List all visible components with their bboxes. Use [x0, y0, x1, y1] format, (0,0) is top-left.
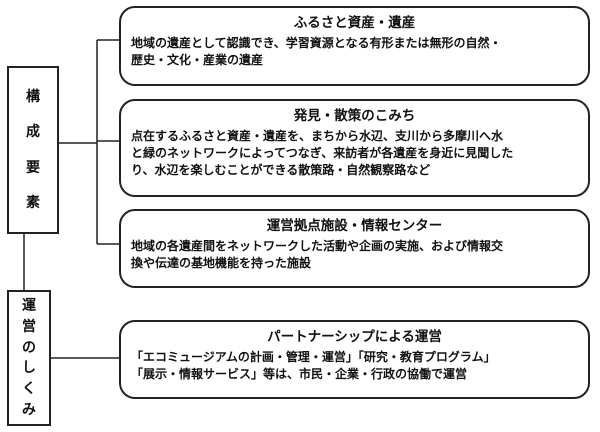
box-text-line: 地域の遺産として認識でき、学習資源となる有形または無形の自然・ — [131, 36, 502, 50]
label-char: み — [22, 402, 36, 419]
box-title: ふるさと資産・遺産 — [293, 15, 416, 31]
box-discovery-paths: 発見・散策のこみち 点在するふるさと資産・遺産を、まちから水辺、支川から多摩川へ… — [119, 99, 590, 197]
label-char: の — [22, 339, 36, 356]
label-char: く — [22, 381, 36, 398]
label-char: 成 — [26, 124, 40, 141]
box-text-line: 地域の各遺産間をネットワークした活動や企画の実施、および情報交 — [131, 239, 504, 253]
box-title: 運営拠点施設・情報センター — [266, 218, 443, 234]
box-text-line: 「エコミュージアムの計画・管理・運営」「研究・教育プログラム」 — [131, 350, 496, 364]
box-text-line: 点在するふるさと資産・遺産を、まちから水辺、支川から多摩川へ水 — [131, 129, 504, 143]
label-char: 要 — [26, 159, 40, 176]
box-text-line: 換や伝達の基地機能を持った施設 — [131, 256, 312, 270]
label-composition-elements: 構 成 要 素 — [7, 66, 59, 234]
box-title: パートナーシップによる運営 — [267, 329, 442, 345]
box-text-line: 歴史・文化・産業の遺産 — [131, 53, 264, 67]
label-char: 構 — [26, 88, 40, 105]
label-char: 運 — [22, 297, 36, 314]
box-heritage-assets: ふるさと資産・遺産 地域の遺産として認識でき、学習資源となる有形または無形の自然… — [119, 6, 590, 86]
box-text-line: 「展示・情報サービス」等は、市民・企業・行政の協働で運営 — [131, 367, 468, 381]
label-operating-mechanism: 運 営 の し く み — [7, 290, 51, 426]
box-partnership-operation: パートナーシップによる運営 「エコミュージアムの計画・管理・運営」「研究・教育プ… — [119, 320, 590, 399]
label-char: 営 — [22, 318, 36, 335]
box-text-line: り、水辺を楽しむことができる散策路・自然観察路など — [131, 163, 431, 177]
label-char: 素 — [26, 195, 40, 212]
box-operation-center: 運営拠点施設・情報センター 地域の各遺産間をネットワークした活動や企画の実施、お… — [119, 209, 590, 288]
label-char: し — [22, 360, 36, 377]
box-title: 発見・散策のこみち — [293, 108, 416, 124]
box-text-line: と緑のネットワークによってつなぎ、来訪者が各遺産を身近に見聞した — [131, 146, 514, 160]
